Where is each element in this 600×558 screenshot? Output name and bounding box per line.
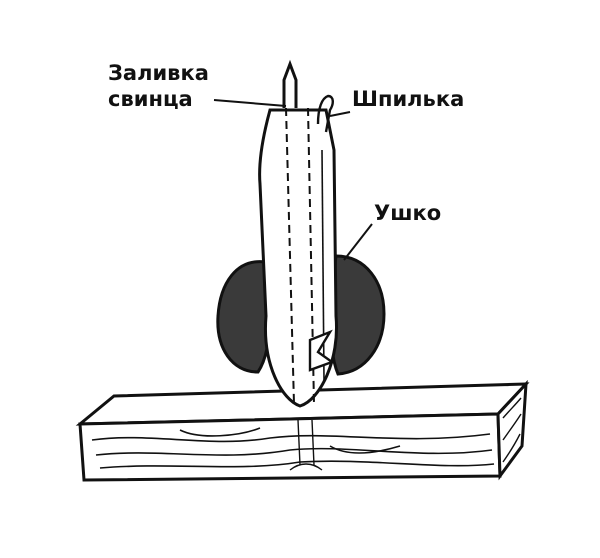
end-grain: [502, 397, 522, 463]
left-lobe: [216, 260, 272, 374]
label-ear: Ушко: [374, 201, 442, 225]
right-lobe: [329, 254, 386, 376]
label-lead-fill: Заливка свинца: [108, 60, 209, 112]
weight-body: [258, 108, 339, 408]
drill-hole: [289, 419, 323, 471]
label-lead-fill-line1: Заливка: [108, 61, 209, 85]
label-lead-fill-line2: свинца: [108, 87, 193, 111]
board-end-face: [496, 379, 528, 481]
label-pin: Шпилька: [352, 87, 465, 111]
board-front-face: [78, 412, 502, 482]
ear-notch: [308, 329, 335, 372]
wooden-board: [75, 379, 530, 482]
lead-sprue: [282, 59, 298, 108]
leader-lead-fill: [213, 99, 287, 107]
leader-pin: [329, 111, 351, 117]
pin-wire: [316, 94, 334, 133]
leader-ear: [343, 223, 373, 261]
inner-cavity-lines: [285, 107, 315, 405]
